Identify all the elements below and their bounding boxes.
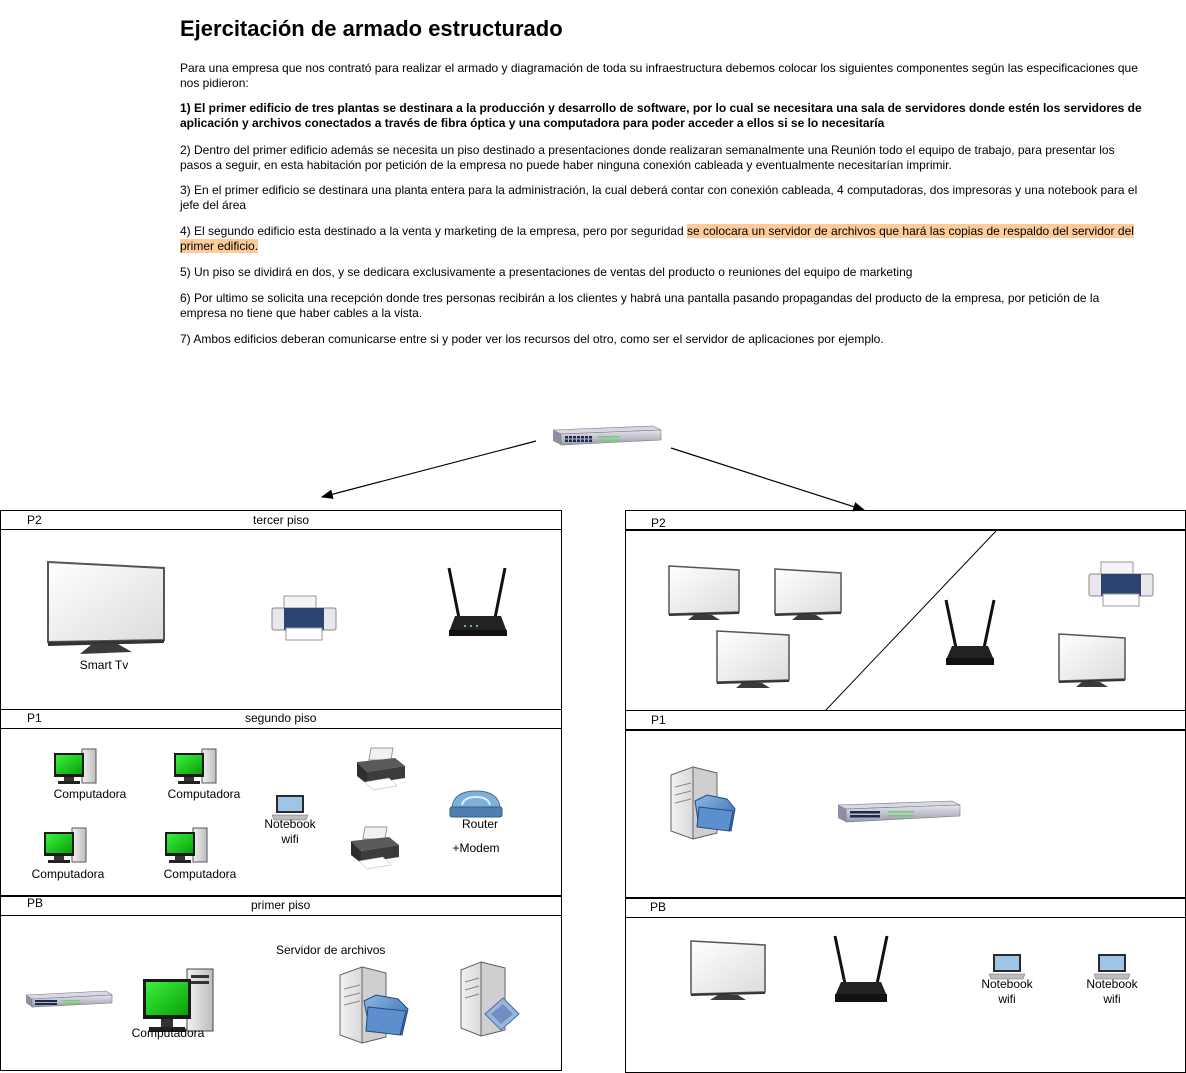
requirement-3: 3) En el primer edificio se destinara un… <box>180 183 1138 212</box>
requirement-5: 5) Un piso se dividirá en dos, y se dedi… <box>180 265 913 279</box>
router-icon <box>449 790 503 818</box>
router-label: Router <box>461 817 499 831</box>
notebook-icon <box>1093 954 1131 980</box>
file-server-icon <box>670 766 736 840</box>
requirement-2: 2) Dentro del primer edificio además se … <box>180 143 1115 172</box>
intro-text: Para una empresa que nos contrató para r… <box>180 61 1138 90</box>
building1-p2-name: tercer piso <box>253 513 310 527</box>
building2-p2-code: P2 <box>651 516 666 530</box>
computer-icon <box>174 748 217 784</box>
tv-icon <box>716 630 790 688</box>
computer-label: Computadora <box>163 867 237 881</box>
notebook-label: Notebook wifi <box>1086 977 1138 1006</box>
tv-icon <box>690 940 766 1000</box>
switch-icon <box>552 425 662 446</box>
printer-icon <box>351 826 399 870</box>
notebook-icon <box>988 954 1026 980</box>
tv-icon <box>668 565 740 620</box>
building2-p1-code: P1 <box>651 713 666 727</box>
wifi-router-icon <box>447 567 507 636</box>
switch-icon <box>837 800 961 823</box>
modem-label: +Modem <box>452 841 500 855</box>
tv-icon <box>774 568 842 620</box>
computer-icon <box>54 748 97 784</box>
computer-label: Computadora <box>167 787 241 801</box>
application-server-icon <box>460 961 520 1037</box>
building1-p1-code: P1 <box>27 711 42 725</box>
computer-icon <box>44 827 87 863</box>
room-divider-line <box>825 531 997 711</box>
tv-icon <box>1058 633 1126 687</box>
switch-icon <box>25 990 113 1008</box>
computer-icon <box>143 968 214 1032</box>
requirement-1: 1) El primer edificio de tres plantas se… <box>180 101 1142 130</box>
computer-icon <box>165 827 208 863</box>
building1-p1-name: segundo piso <box>245 711 317 725</box>
computer-label: Computadora <box>31 867 105 881</box>
building1-p2-code: P2 <box>27 513 42 527</box>
printer-icon <box>271 595 337 641</box>
requirement-7: 7) Ambos edificios deberan comunicarse e… <box>180 332 884 346</box>
building1-pb-room <box>0 915 562 1071</box>
computer-label: Computadora <box>53 787 127 801</box>
computer-label: Computadora <box>131 1026 205 1040</box>
wifi-router-icon <box>833 935 889 1002</box>
printer-icon <box>357 747 405 791</box>
notebook-label: Notebook wifi <box>981 977 1033 1006</box>
building1-pb-name: primer piso <box>251 898 311 912</box>
building2-pb-header <box>625 898 1186 918</box>
building2-pb-code: PB <box>650 900 667 914</box>
printer-icon <box>1088 561 1154 607</box>
file-server-label: Servidor de archivos <box>276 943 386 957</box>
building1-pb-code: PB <box>27 896 44 910</box>
page-title: Ejercitación de armado estructurado <box>180 16 563 41</box>
building2-p1-header <box>625 710 1186 730</box>
smart-tv-label: Smart Tv <box>79 658 129 672</box>
file-server-icon <box>339 966 409 1044</box>
building2-p2-header <box>625 510 1186 530</box>
requirement-4-text: 4) El segundo edificio esta destinado a … <box>180 224 687 238</box>
wifi-router-icon <box>944 599 996 665</box>
requirement-6: 6) Por ultimo se solicita una recepción … <box>180 291 1100 320</box>
notebook-icon <box>271 795 309 821</box>
requirement-4: 4) El segundo edificio esta destinado a … <box>180 224 1145 254</box>
building1-p1-room <box>0 728 562 896</box>
notebook-label: Notebook wifi <box>264 817 316 846</box>
tv-icon <box>47 560 165 654</box>
